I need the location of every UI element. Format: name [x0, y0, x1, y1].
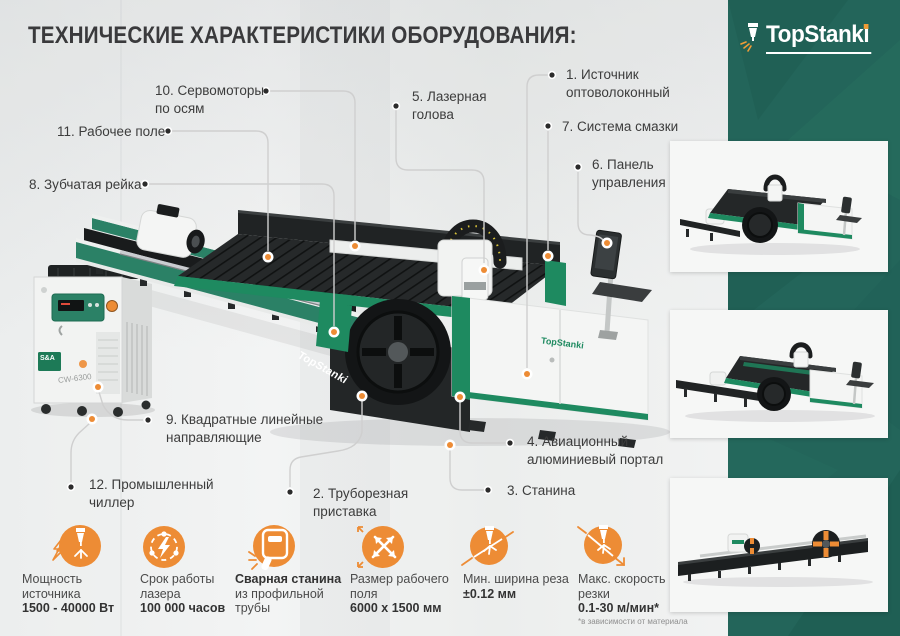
callout-label-11: 11. Рабочее поле — [57, 124, 166, 139]
spec-value: ±0.12 мм — [463, 586, 517, 601]
chiller-unit — [33, 265, 152, 417]
spec-label: Размер рабочего поля — [350, 572, 449, 601]
work-area-icon — [357, 526, 404, 568]
callout-label-12: 12. Промышленный чиллер — [89, 477, 214, 510]
spec-label: Сварная станина — [235, 572, 342, 586]
spec-value: 6000 х 1500 мм — [350, 601, 442, 615]
callout-label-2: 2. Труборезная приставка — [313, 486, 409, 519]
welded-frame-icon — [248, 525, 295, 571]
machine-photo-tube-cutter — [670, 478, 888, 612]
spec-kerf-width: Мин. ширина реза ±0.12 мм — [463, 572, 581, 601]
spec-work-area: Размер рабочего поля 6000 х 1500 мм — [350, 572, 468, 616]
cut-speed-icon — [577, 525, 625, 566]
callout-label-9: 9. Квадратные линейные направляющие — [166, 412, 324, 445]
callout-label-dots — [66, 70, 583, 497]
callout-label-5: 5. Лазерная голова — [412, 89, 487, 122]
laser-lifetime-icon — [143, 526, 185, 568]
spec-value: из профильной трубы — [235, 586, 324, 616]
brand-logo: TopStanki — [740, 16, 892, 58]
machine-photo-plate-tube-long-bed — [670, 310, 888, 438]
callout-lines — [70, 74, 604, 491]
spec-label: Мин. ширина реза — [463, 572, 569, 586]
spec-value: 100 000 часов — [140, 601, 226, 615]
spec-value: 0.1-30 м/мин* — [578, 601, 659, 615]
callout-label-8: 8. Зубчатая рейка — [29, 177, 142, 192]
source-power-icon — [52, 525, 101, 567]
spec-cut-speed: Макс. скорость резки 0.1-30 м/мин* *в за… — [578, 572, 696, 626]
callout-target-dots — [86, 237, 613, 451]
chiller-brand-badge: S&A — [40, 355, 55, 362]
spec-footnote: *в зависимости от материала — [578, 616, 688, 626]
brand-logo-text: TopStanki — [766, 21, 872, 54]
callout-label-6: 6. Панель управления — [592, 157, 666, 190]
spec-label: Мощность источника — [22, 572, 83, 601]
machine-photo-plate-tube — [670, 141, 888, 272]
spec-label: Макс. скорость резки — [578, 572, 666, 601]
spec-label: Срок работы лазера — [140, 572, 215, 601]
callout-label-7: 7. Система смазки — [562, 119, 679, 134]
spec-laser-lifetime: Срок работы лазера 100 000 часов — [140, 572, 258, 616]
callout-label-1: 1. Источник оптоволоконный — [566, 67, 670, 100]
spec-source-power: Мощность источника 1500 - 40000 Вт — [22, 572, 140, 616]
callout-label-4: 4. Авиационный алюминиевый портал — [527, 434, 664, 467]
callout-label-10: 10. Сервомоторы по осям — [155, 83, 265, 116]
spec-value: 1500 - 40000 Вт — [22, 601, 115, 615]
laser-nozzle-icon — [740, 23, 758, 52]
callout-label-3: 3. Станина — [507, 483, 576, 498]
page-title: ТЕХНИЧЕСКИЕ ХАРАКТЕРИСТИКИ ОБОРУДОВАНИЯ: — [28, 22, 577, 49]
kerf-width-icon — [461, 526, 514, 566]
spec-welded-frame: Сварная станина из профильной трубы — [235, 572, 353, 616]
